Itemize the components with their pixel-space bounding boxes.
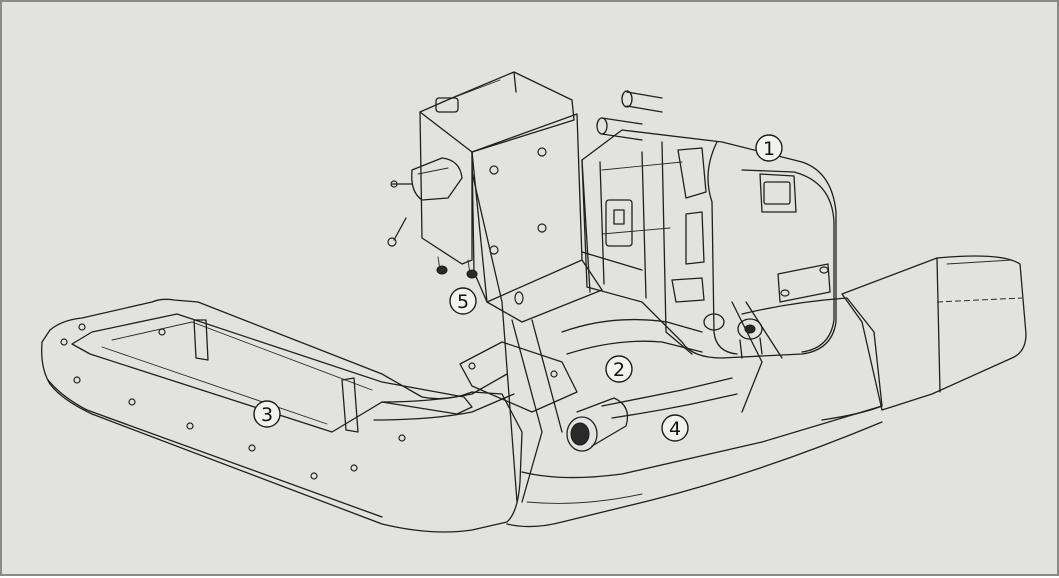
- callout-3: 3: [253, 400, 281, 428]
- lower-body: [506, 405, 883, 528]
- left-duct-housing: [41, 298, 523, 533]
- callout-3-label: 3: [261, 404, 273, 426]
- callout-2: 2: [605, 355, 633, 383]
- callout-5-label: 5: [457, 291, 469, 313]
- fuel-pump-box: [387, 71, 575, 279]
- callout-1: 1: [755, 134, 783, 162]
- heater-unit: [581, 90, 837, 413]
- callout-4: 4: [661, 414, 689, 442]
- right-duct: [741, 255, 1027, 421]
- callout-1-label: 1: [763, 138, 775, 160]
- mounting-bracket: [459, 113, 603, 503]
- callout-4-label: 4: [669, 418, 681, 440]
- callout-5: 5: [449, 287, 477, 315]
- callout-2-label: 2: [613, 359, 625, 381]
- hoses: [373, 318, 738, 452]
